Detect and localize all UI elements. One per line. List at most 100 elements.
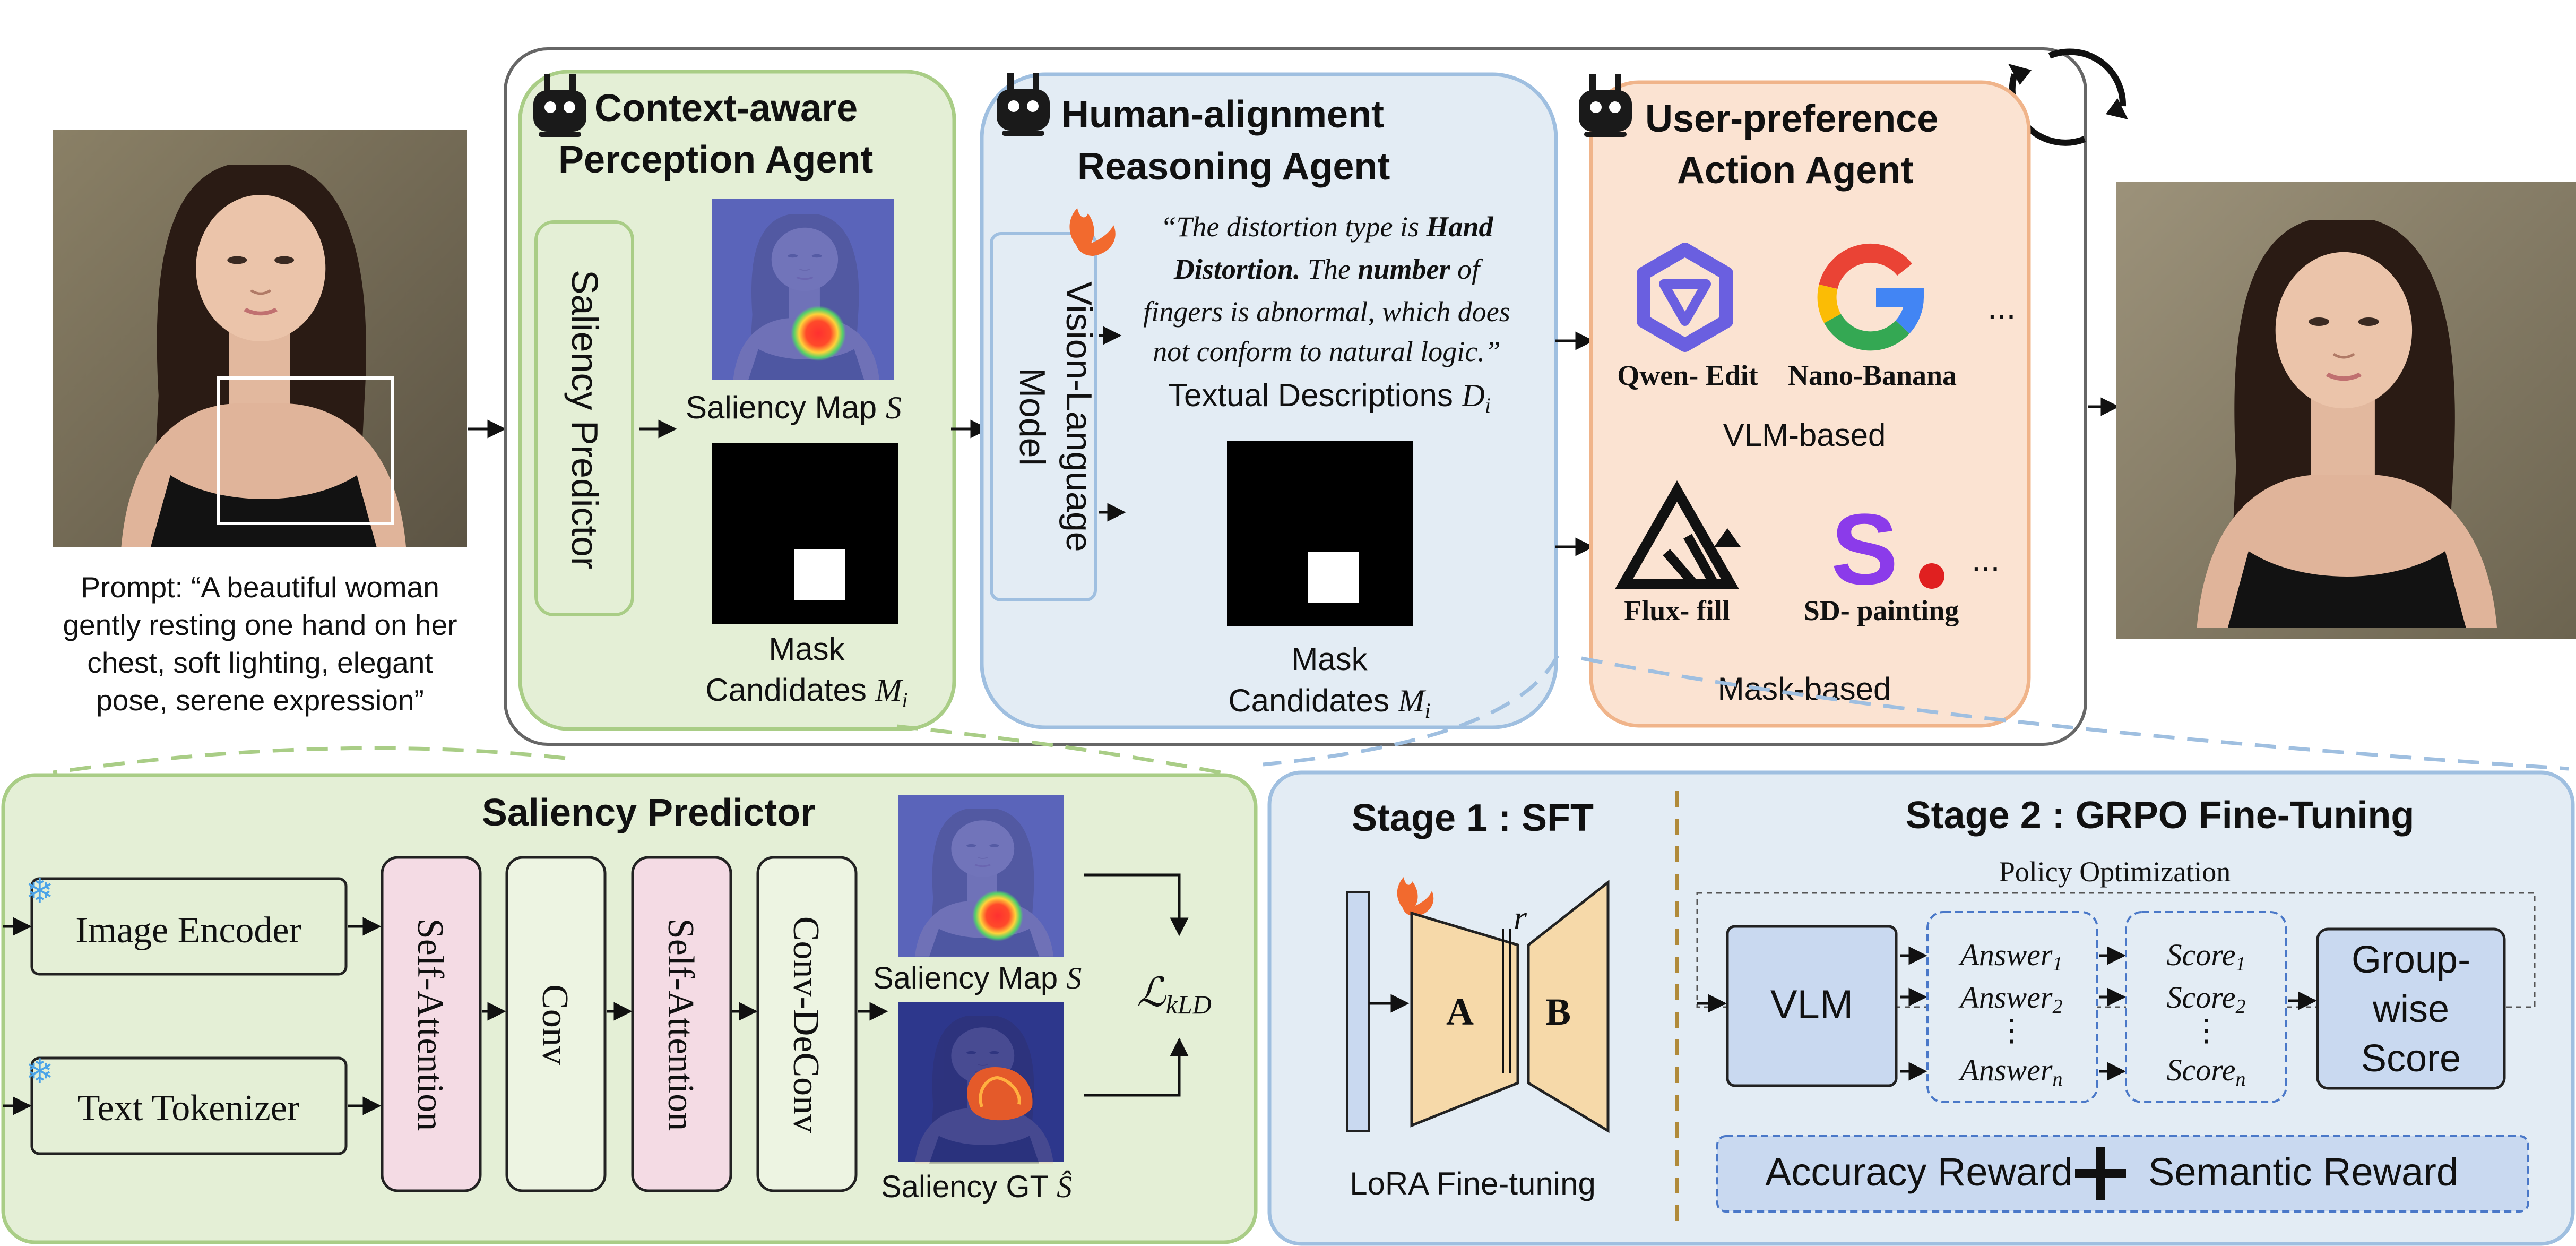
answer-1: Answer1 — [1958, 938, 2063, 975]
zoom-connector-left — [53, 746, 566, 775]
arrow-map-to-loss — [1084, 873, 1189, 936]
svg-text:chest, soft lighting, elegant: chest, soft lighting, elegant — [87, 646, 433, 679]
vlm-tools-ellipsis: ... — [1987, 288, 2016, 326]
group-wise-score-line-3: Score — [2361, 1037, 2461, 1080]
vlm-based-label: VLM-based — [1723, 417, 1886, 453]
answer-n: Answern — [1958, 1053, 2063, 1090]
zoom-connector-blue-left — [1263, 655, 1560, 767]
saliency-predictor-label: Saliency Predictor — [564, 270, 606, 569]
textual-descriptions-label: Textual Descriptions Di — [1168, 377, 1491, 417]
reasoning-agent-title-1: Human-alignment — [1061, 93, 1384, 136]
image-encoder-block — [30, 877, 348, 976]
saliency-gt-label: Saliency GT Ŝ — [881, 1170, 1072, 1204]
vlm-label-1: Vision-Language — [1059, 281, 1099, 552]
group-wise-score-line-2: wise — [2372, 988, 2449, 1030]
stage2-title: Stage 2 : GRPO Fine-Tuning — [1906, 794, 2415, 837]
saliency-gt-image — [898, 1002, 1064, 1164]
action-agent-panel: User-preference Action Agent Qwen- Edit … — [1579, 74, 2031, 728]
action-agent-title-2: Action Agent — [1677, 149, 1913, 192]
mask-based-label: Mask-based — [1718, 671, 1891, 707]
self-attention-block-2 — [631, 856, 732, 1192]
snowflake-icon: ❄ — [25, 1052, 54, 1090]
qwen-edit-icon — [1637, 243, 1733, 352]
conv-deconv-block — [756, 856, 858, 1192]
snowflake-icon: ❄ — [25, 872, 54, 910]
svg-text:not conform to natural logic.”: not conform to natural logic.” — [1153, 336, 1501, 367]
mask-tools-ellipsis: ... — [1972, 540, 2000, 578]
svg-text:Prompt: “A beautiful woman: Prompt: “A beautiful woman — [81, 571, 439, 604]
prompt-text: Prompt: “A beautiful woman gently restin… — [63, 571, 457, 717]
saliency-map-label: Saliency Map S — [686, 390, 902, 425]
zoom-connector-blue-right — [1581, 656, 2569, 771]
action-agent-title-1: User-preference — [1645, 98, 1938, 140]
vlm-label-2: Model — [1012, 367, 1052, 466]
perception-agent-panel: Context-aware Perception Agent Saliency … — [518, 70, 956, 731]
conv-block — [505, 856, 607, 1192]
conv-label: Conv — [534, 984, 575, 1065]
scores-group — [2125, 911, 2287, 1103]
nano-banana-google-icon — [1817, 243, 1924, 351]
saliency-map-thumbnail — [712, 199, 894, 380]
flux-fill-label: Flux- fill — [1624, 595, 1730, 626]
text-tokenizer-block — [30, 1056, 348, 1155]
robot-icon — [1579, 74, 1632, 137]
mask-candidates-label-2: Candidates Mi — [705, 672, 907, 712]
group-wise-score-line-1: Group- — [2352, 939, 2470, 981]
qwen-edit-label: Qwen- Edit — [1617, 359, 1758, 391]
svg-text:fingers is abnormal, which doe: fingers is abnormal, which does — [1143, 296, 1510, 328]
distortion-box — [217, 376, 394, 525]
zoom-connector-mid — [896, 724, 1221, 775]
plus-icon — [2075, 1147, 2126, 1200]
detail-saliency-map-image — [898, 795, 1064, 957]
group-wise-score-block — [2316, 927, 2506, 1090]
accuracy-reward-label: Accuracy Reward — [1765, 1150, 2073, 1194]
robot-icon — [533, 74, 586, 137]
score-vdots: ⋮ — [2191, 1013, 2221, 1047]
lora-rank-label: r — [1514, 899, 1527, 936]
sd-painting-label: SD- painting — [1804, 595, 1959, 626]
distortion-quote: “The distortion type is Hand Distortion.… — [1143, 211, 1510, 367]
semantic-reward-label: Semantic Reward — [2148, 1150, 2458, 1194]
self-attention-label-1: Self-Attention — [410, 918, 451, 1131]
svg-text:Distortion. The number of: Distortion. The number of — [1173, 253, 1483, 285]
input-image — [53, 130, 467, 547]
nano-banana-label: Nano-Banana — [1788, 359, 1957, 391]
flux-fill-icon — [1614, 480, 1741, 589]
output-image — [2116, 182, 2576, 639]
saliency-predictor-detail-panel: Saliency Predictor ❄ Image Encoder ❄ Tex… — [1, 773, 1258, 1244]
kld-loss-label: ℒkLD — [1137, 970, 1212, 1019]
pretrained-weight-bar — [1346, 891, 1370, 1132]
score-1: Score1 — [2167, 938, 2246, 975]
reasoning-agent-title-2: Reasoning Agent — [1077, 145, 1390, 188]
lora-b-label: B — [1545, 991, 1571, 1033]
flame-icon — [1397, 877, 1434, 916]
sd-painting-icon: S — [1831, 493, 1898, 606]
detail-saliency-map-label: Saliency Map S — [873, 961, 1082, 995]
self-attention-label-2: Self-Attention — [660, 918, 701, 1131]
vlm-policy-block — [1726, 925, 1898, 1087]
reasoning-mask-label-1: Mask — [1291, 641, 1368, 677]
reasoning-mask-label-2: Candidates Mi — [1228, 683, 1430, 723]
text-tokenizer-label: Text Tokenizer — [77, 1088, 299, 1129]
stage1-title: Stage 1 : SFT — [1352, 797, 1594, 839]
svg-text:gently resting one hand on her: gently resting one hand on her — [63, 608, 457, 641]
vlm-policy-label: VLM — [1770, 982, 1853, 1027]
training-panel: Stage 1 : SFT A r B LoRA Fine-tuning Sta… — [1267, 770, 2575, 1246]
image-encoder-label: Image Encoder — [75, 910, 301, 951]
robot-icon — [997, 73, 1050, 136]
answer-2: Answer2 — [1958, 980, 2063, 1018]
conv-deconv-label: Conv-DeConv — [785, 916, 826, 1133]
saliency-predictor-block — [534, 220, 634, 616]
reasoning-agent-panel: Human-alignment Reasoning Agent Vision-L… — [980, 72, 1558, 729]
answers-group — [1926, 911, 2098, 1103]
lora-finetuning-label: LoRA Fine-tuning — [1350, 1166, 1596, 1201]
lora-b-block — [1527, 879, 1610, 1133]
sd-dot — [1919, 563, 1944, 589]
policy-optimization-label: Policy Optimization — [1999, 856, 2231, 888]
perception-agent-title-2: Perception Agent — [558, 139, 873, 181]
score-2: Score2 — [2167, 980, 2246, 1018]
lora-a-block — [1410, 911, 1519, 1128]
self-attention-block-1 — [381, 856, 482, 1192]
agent-loop-frame — [504, 47, 2087, 746]
